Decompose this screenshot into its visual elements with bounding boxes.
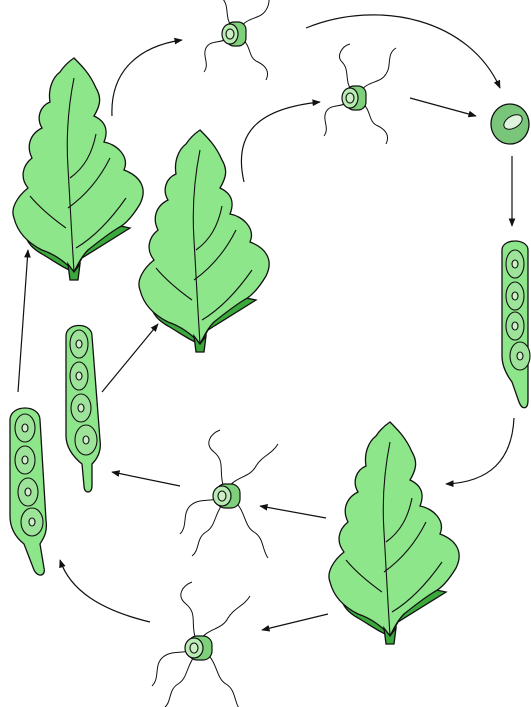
arrow-thallus1-to-gamete [111,37,183,117]
sporangium-left [9,407,48,576]
sporophyte-thallus [328,421,460,645]
cycle-arrows [17,14,516,632]
sporangium-right [501,240,531,409]
arrow-sporangium-middle-to-thallus2 [101,323,159,393]
arrow-sporophyte-to-zoospore-upper [259,504,327,519]
arrow-zoospore-upper-to-sporangium-middle [111,470,181,487]
zygote [490,103,530,145]
gametophyte-minus-thallus [138,129,270,353]
arrow-sporangium-to-sporophyte [445,417,515,488]
zoospore-lower [151,581,251,707]
zoospore-upper [179,429,279,559]
gamete-right [323,43,397,145]
arrow-thallus2-to-gamete [240,99,321,183]
arrow-gamete-right-to-zygote [409,97,477,118]
sporangium-middle [65,324,101,493]
arrow-sporophyte-to-zoospore-lower [261,613,329,632]
arrow-zoospore-lower-to-sporangium-left [59,559,151,623]
gamete-top [203,0,277,81]
gametophyte-plus-thallus [12,57,144,281]
arrow-sporangium-left-to-thallus1 [17,249,31,393]
arrow-gamete-top-to-zygote [305,14,501,89]
